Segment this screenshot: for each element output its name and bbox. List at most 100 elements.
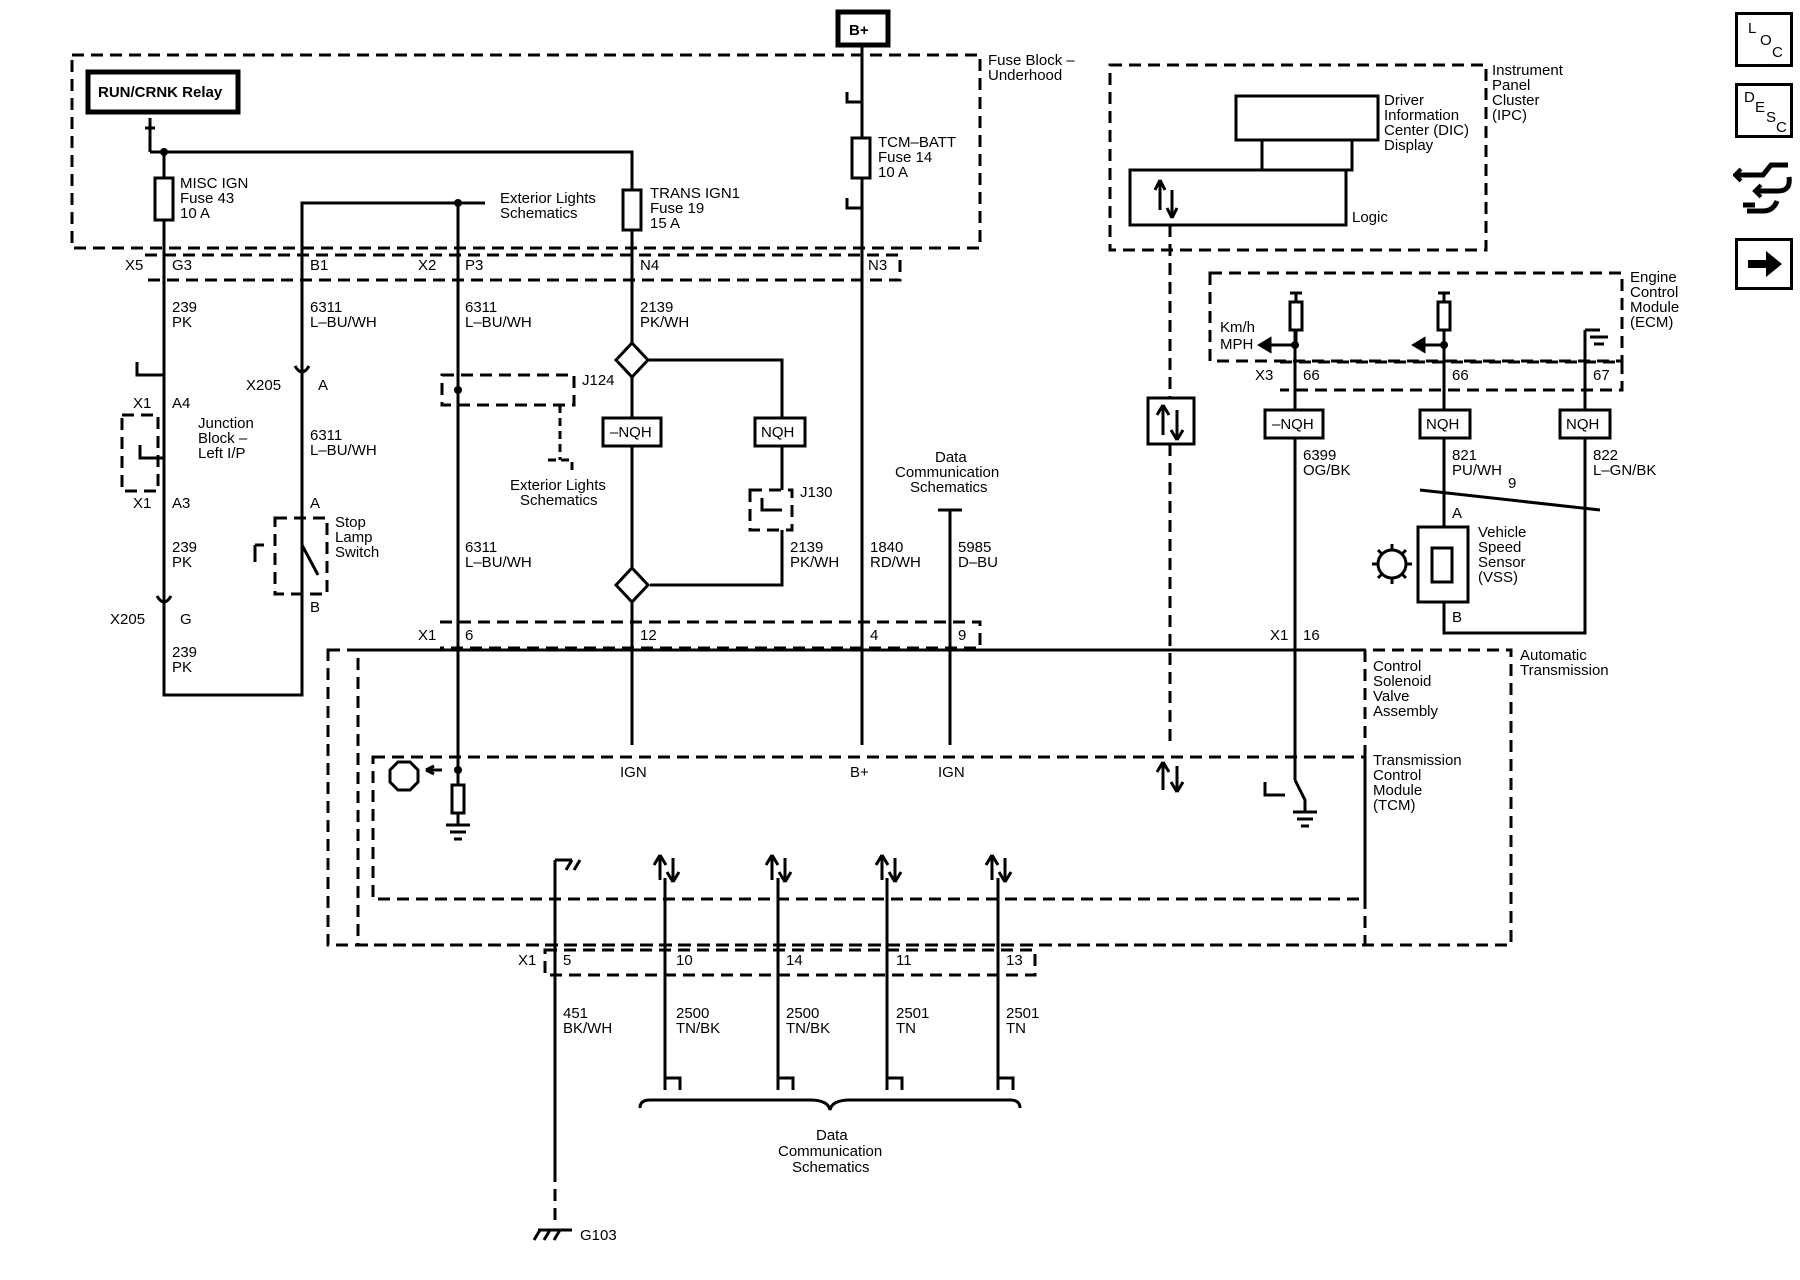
tcm-housing	[371, 755, 1367, 901]
dic-up-down-arrows	[1153, 179, 1179, 219]
wire-6311-exterior	[456, 201, 485, 785]
trans-ign1-fuse	[621, 188, 643, 232]
bplus-label: B+	[849, 22, 869, 39]
junction-1: Junction	[198, 415, 254, 432]
vss-2: Speed	[1478, 539, 1521, 556]
next-button[interactable]	[1735, 238, 1793, 290]
relay-label: RUN/CRNK Relay	[98, 84, 223, 101]
w6311b-2: L–BU/WH	[465, 314, 532, 331]
csva-3: Valve	[1373, 688, 1409, 705]
ipc-2: Panel	[1492, 77, 1530, 94]
connector-strip-x5-x2	[145, 253, 902, 282]
data-comm-mid-3: Schematics	[910, 479, 988, 496]
kmh-1: Km/h	[1220, 319, 1255, 336]
dic-display-box	[1234, 94, 1380, 142]
w5985-2: D–BU	[958, 554, 998, 571]
w6311d-2: L–BU/WH	[465, 554, 532, 571]
w2500b-2: TN/BK	[786, 1020, 830, 1037]
fuse-block-tab-2	[845, 198, 862, 210]
conn-p4: 4	[870, 627, 878, 644]
wiring-connectors-icon[interactable]	[1732, 155, 1795, 221]
desc-s: S	[1766, 109, 1776, 126]
w6311d-1: 6311	[465, 539, 497, 556]
logic-box	[1128, 168, 1348, 227]
run-crnk-relay-box	[85, 69, 241, 115]
loc-o: O	[1760, 32, 1772, 49]
w2500a-1: 2500	[676, 1005, 709, 1022]
connector-strip-x3	[1280, 360, 1624, 392]
conn-x1-mid: X1	[418, 627, 436, 644]
conn-p3: P3	[465, 257, 483, 274]
splice-diamond-upper	[613, 340, 651, 380]
conn-x205b: X205	[110, 611, 145, 628]
twisted-pair-line	[1419, 488, 1601, 512]
x205-connector-a	[293, 365, 311, 374]
stop-lamp-output-arrow	[425, 764, 442, 776]
ecm-resistor-2	[1436, 300, 1452, 332]
fuse-block-label-2: Underhood	[988, 67, 1062, 84]
conn-x2: X2	[418, 257, 436, 274]
stop-1: Stop	[335, 514, 366, 531]
vss-3: Sensor	[1478, 554, 1526, 571]
conn-vss-b: B	[1452, 609, 1462, 626]
fuse-block-label-1: Fuse Block –	[988, 52, 1075, 69]
conn-x1-a4: X1	[133, 395, 151, 412]
ecm-3: Module	[1630, 299, 1679, 316]
w239c-1: 239	[172, 644, 197, 661]
bidirectional-arrows-group	[652, 404, 1185, 883]
ext-lights-mid-2: Schematics	[520, 492, 598, 509]
wire-239-pk	[162, 201, 475, 697]
data-comm-bot-3: Schematics	[792, 1159, 870, 1176]
serial-data-box	[1146, 396, 1196, 446]
loc-l: L	[1748, 20, 1756, 37]
w6399-2: OG/BK	[1303, 462, 1351, 479]
stop-3: Switch	[335, 544, 379, 561]
vss-1: Vehicle	[1478, 524, 1526, 541]
bidirectional-arrow-icon	[1155, 761, 1185, 793]
w451-1: 451	[563, 1005, 588, 1022]
desc-button[interactable]: D E S C	[1735, 83, 1793, 138]
trans-ign1-2: Fuse 19	[650, 200, 704, 217]
nqh-minus-label-1: –NQH	[610, 424, 652, 441]
w2139b-1: 2139	[790, 539, 823, 556]
conn-a-x205: A	[318, 377, 328, 394]
auto-trans-2: Transmission	[1520, 662, 1609, 679]
w239b-2: PK	[172, 554, 192, 571]
stop-2: Lamp	[335, 529, 373, 546]
ext-lights-top-1: Exterior Lights	[500, 190, 596, 207]
splice-diamond-lower	[613, 565, 651, 605]
dic-3: Center (DIC)	[1384, 122, 1469, 139]
bidirectional-arrow-icon	[874, 854, 903, 883]
data-comm-mid-2: Communication	[895, 464, 999, 481]
tcm-ign-1: IGN	[620, 764, 647, 781]
ground-icon-ecm	[1585, 328, 1608, 346]
csva-4: Assembly	[1373, 703, 1439, 720]
ext-lights-top-2: Schematics	[500, 205, 578, 222]
tcm-1: Transmission	[1373, 752, 1462, 769]
twist-count: 9	[1508, 475, 1516, 492]
bidirectional-arrow-icon	[652, 854, 681, 883]
conn-a3: A3	[172, 495, 190, 512]
tcm-batt-2: Fuse 14	[878, 149, 932, 166]
misc-ign-fuse	[153, 176, 175, 222]
conn-b1: B1	[310, 257, 328, 274]
ground-icon-6399	[1263, 779, 1317, 828]
w821-1: 821	[1452, 447, 1477, 464]
w2501a-1: 2501	[896, 1005, 929, 1022]
loc-button[interactable]: L O C	[1735, 12, 1793, 67]
w821-2: PU/WH	[1452, 462, 1502, 479]
bidirectional-arrow-icon	[1155, 404, 1185, 441]
junction-switch	[138, 445, 164, 460]
ecm-4: (ECM)	[1630, 314, 1673, 331]
trans-ign1-3: 15 A	[650, 215, 680, 232]
ground-g103-label: G103	[580, 1227, 617, 1244]
conn-a4: A4	[172, 395, 190, 412]
misc-ign-3: 10 A	[180, 205, 210, 222]
vss-arrowhead	[1411, 336, 1426, 354]
bidirectional-arrow-icon	[984, 854, 1013, 883]
tcm-batt-fuse	[850, 136, 872, 180]
conn-p66a: 66	[1303, 367, 1320, 384]
w6311c-2: L–BU/WH	[310, 442, 377, 459]
dic-1: Driver	[1384, 92, 1424, 109]
